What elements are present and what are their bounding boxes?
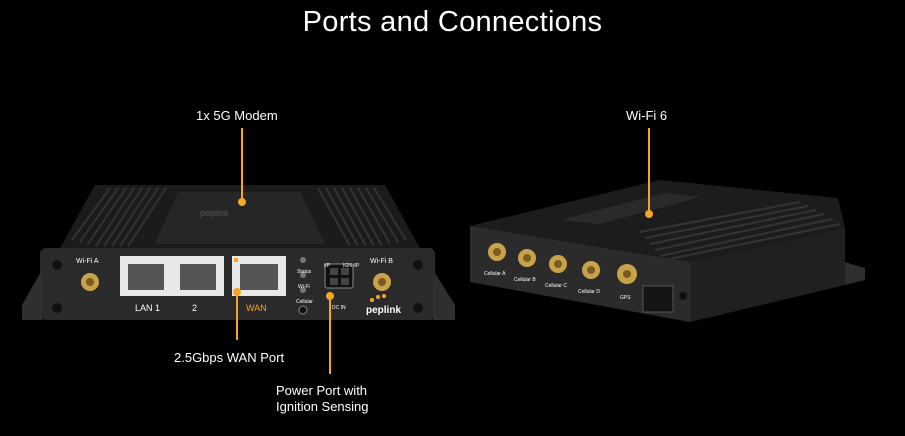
leader-dot-wan [233,288,241,296]
leader-5g-modem [241,128,243,200]
callout-wan-port: 2.5Gbps WAN Port [174,350,285,365]
pwr-label-ip: I/P [324,263,331,269]
side-ant-label-d: Cellular D [578,289,600,295]
side-ant-label-b: Cellular B [514,277,536,283]
port-label-2: 2 [192,303,198,313]
front-router [22,185,455,320]
front-ant-right-label: Wi-Fi B [370,258,393,265]
led-label-status: Status [297,269,312,275]
callout-wifi6: Wi-Fi 6 [626,108,668,123]
callout-power-line2: Ignition Sensing [276,399,369,414]
leader-dot-power [326,292,334,300]
leader-dot-wifi6 [645,210,653,218]
port-label-lan1: LAN 1 [135,303,161,313]
leader-wifi6 [648,128,650,212]
pwr-label-dcin: DC IN [332,305,346,311]
side-ant-label-c: Cellular C [545,283,567,289]
led-label-wifi: Wi-Fi [298,284,310,290]
side-router [470,180,865,322]
pwr-label-ign: IGN I/P [343,263,360,269]
front-brand-logo: peplink [366,305,402,316]
side-ant-label-gps: GPS [620,295,631,301]
side-ant-label-a: Cellular A [484,271,506,277]
leader-power [329,298,331,374]
leader-wan [236,294,238,340]
port-label-wan: WAN [246,303,267,313]
leader-dot-5g-modem [238,198,246,206]
page-title: Ports and Connections [302,6,603,38]
led-label-cellular: Cellular [296,299,313,305]
top-brand-logo: peplink [200,208,229,218]
front-ant-left-label: Wi-Fi A [76,258,99,265]
callout-5g-modem: 1x 5G Modem [196,108,278,123]
callout-power-line1: Power Port with [276,383,368,398]
